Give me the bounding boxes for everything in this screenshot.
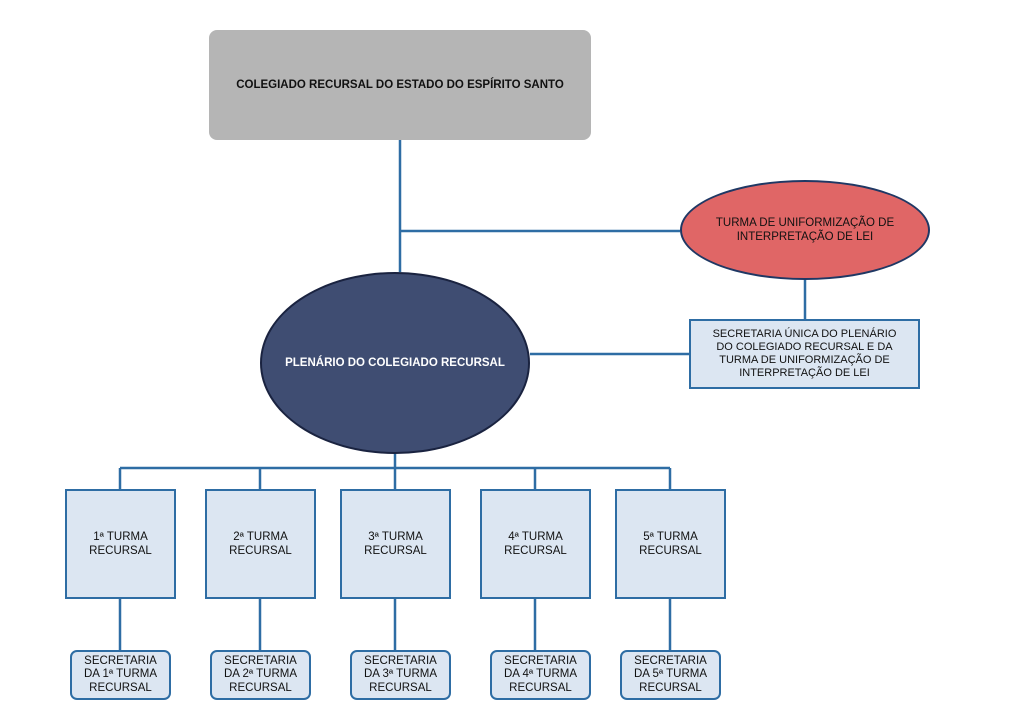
node-secretaria-turma-2: SECRETARIA DA 2ª TURMA RECURSAL	[210, 650, 311, 700]
node-secretaria-turma-5: SECRETARIA DA 5ª TURMA RECURSAL	[620, 650, 721, 700]
node-turma-5: 5ª TURMA RECURSAL	[615, 489, 726, 599]
node-secretaria-turma-1: SECRETARIA DA 1ª TURMA RECURSAL	[70, 650, 171, 700]
node-turma-uniformizacao: TURMA DE UNIFORMIZAÇÃO DE INTERPRETAÇÃO …	[680, 180, 930, 280]
node-turma-3: 3ª TURMA RECURSAL	[340, 489, 451, 599]
node-secretaria-turma-4: SECRETARIA DA 4ª TURMA RECURSAL	[490, 650, 591, 700]
node-colegiado-recursal: COLEGIADO RECURSAL DO ESTADO DO ESPÍRITO…	[209, 30, 591, 140]
node-turma-4: 4ª TURMA RECURSAL	[480, 489, 591, 599]
node-turma-2: 2ª TURMA RECURSAL	[205, 489, 316, 599]
node-secretaria-turma-3: SECRETARIA DA 3ª TURMA RECURSAL	[350, 650, 451, 700]
node-plenario: PLENÁRIO DO COLEGIADO RECURSAL	[260, 272, 530, 454]
node-turma-1: 1ª TURMA RECURSAL	[65, 489, 176, 599]
node-secretaria-unica: SECRETARIA ÚNICA DO PLENÁRIO DO COLEGIAD…	[689, 319, 920, 389]
